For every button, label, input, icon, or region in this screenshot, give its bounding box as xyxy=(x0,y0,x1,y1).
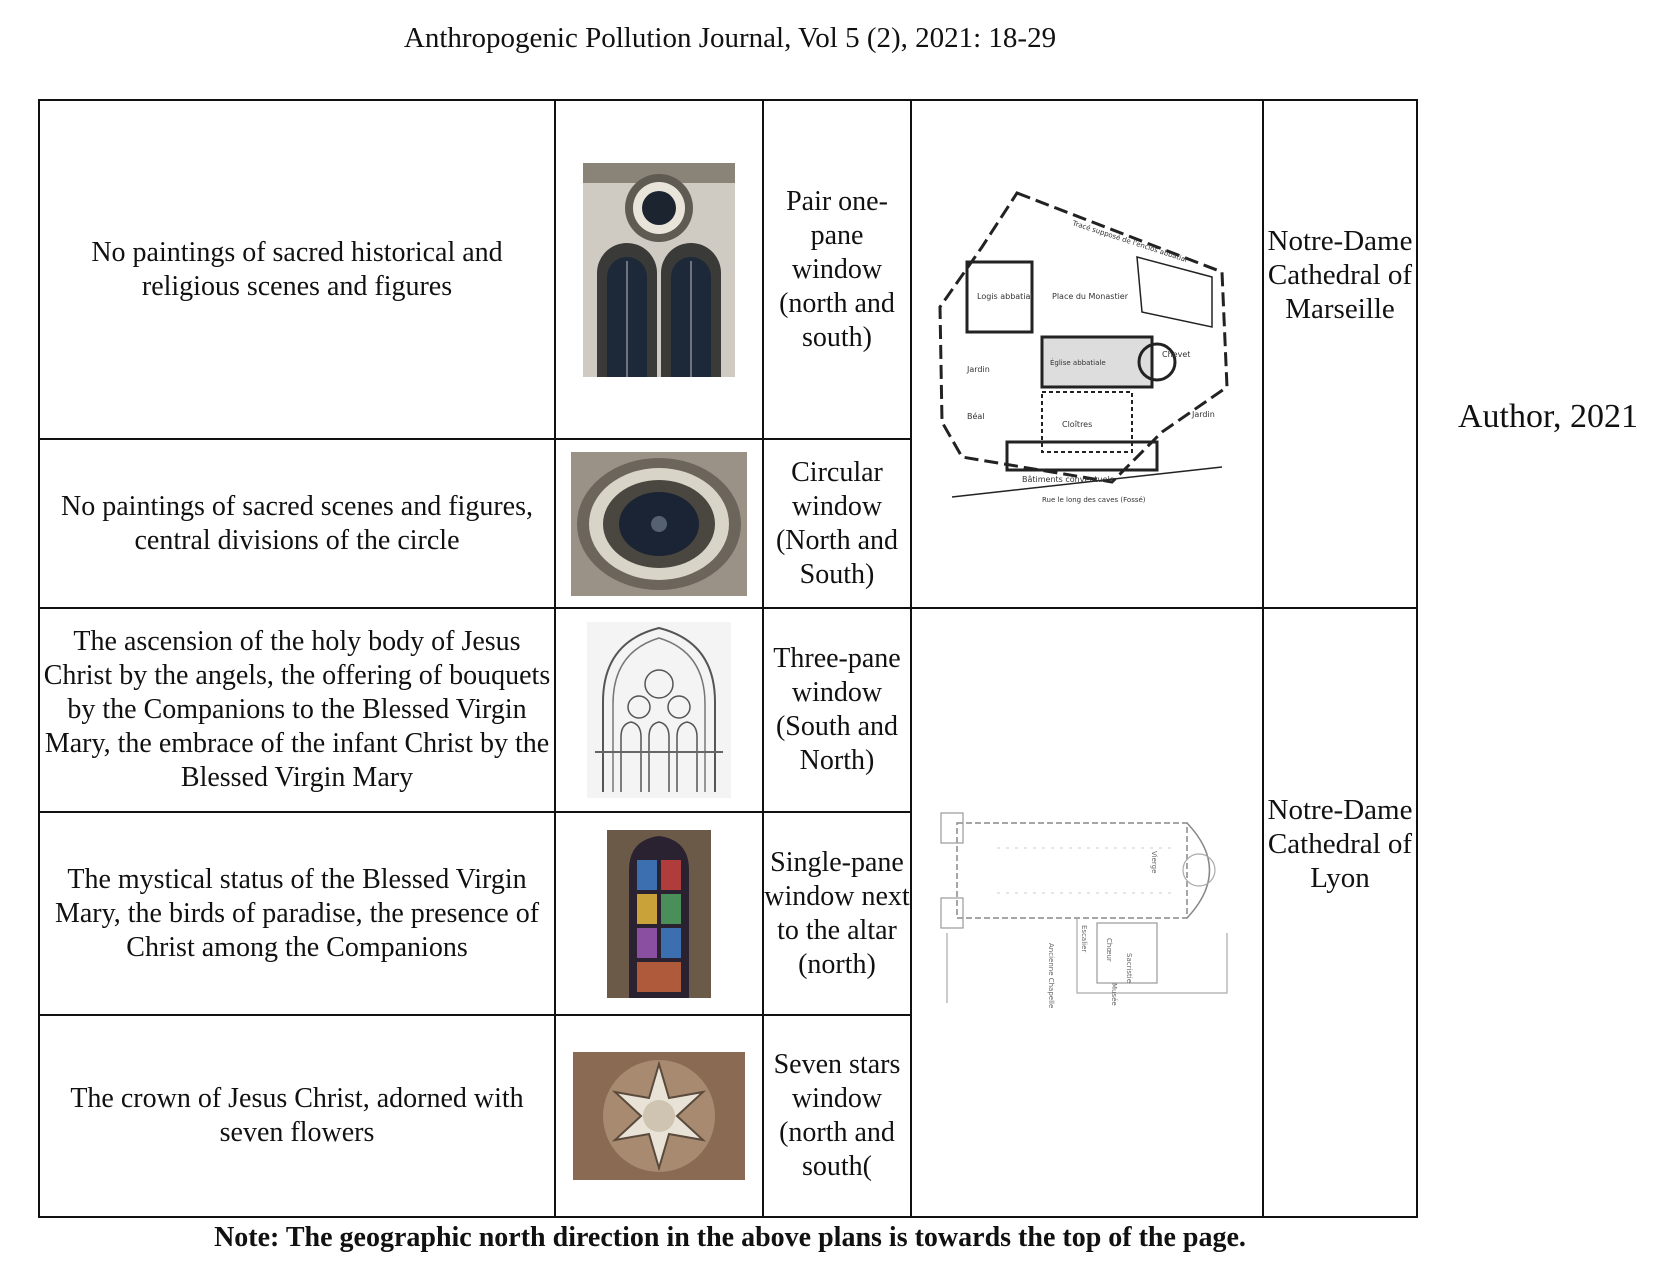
window-image-cell xyxy=(554,99,764,440)
seven-star-window-photo xyxy=(573,1052,745,1180)
table-row: No paintings of sacred scenes and figure… xyxy=(38,438,1417,609)
plan-label: Rue le long des caves (Fossé) xyxy=(1042,496,1146,504)
window-type-cell: Circular window (North and South) xyxy=(762,438,912,609)
description-cell: The crown of Jesus Christ, adorned with … xyxy=(38,1014,556,1218)
plan-label: Escalier xyxy=(1080,925,1088,952)
plan-label: Béal xyxy=(967,411,985,421)
plan-label: Place du Monastier xyxy=(1052,292,1129,301)
window-type-cell: Pair one-pane window (north and south) xyxy=(762,99,912,440)
plan-label: Vierge xyxy=(1150,851,1158,873)
journal-header: Anthropogenic Pollution Journal, Vol 5 (… xyxy=(403,22,1057,54)
window-image-cell xyxy=(554,438,764,609)
cathedral-windows-table: No paintings of sacred historical and re… xyxy=(38,99,1418,1218)
cathedral-name: Notre-Dame Cathedral of Marseille xyxy=(1267,225,1413,325)
table-row: No paintings of sacred historical and re… xyxy=(38,99,1418,609)
window-image-cell xyxy=(554,1014,764,1218)
table-row: The crown of Jesus Christ, adorned with … xyxy=(38,1014,1417,1218)
source-credit: Author, 2021 xyxy=(1458,398,1638,435)
plan-label: Sacristie xyxy=(1125,953,1133,983)
plan-label: Logis abbatial xyxy=(977,292,1033,301)
plan-label: Cloîtres xyxy=(1062,420,1092,429)
window-type-cell: Single-pane window next to the altar (no… xyxy=(762,811,912,1016)
plan-label: Bâtiments conventuels xyxy=(1022,475,1114,484)
table-row: The mystical status of the Blessed Virgi… xyxy=(38,811,1417,1016)
window-image-cell xyxy=(554,811,764,1016)
description-cell: No paintings of sacred scenes and figure… xyxy=(38,438,556,609)
plan-label: Jardin xyxy=(1191,410,1215,419)
window-image-cell xyxy=(554,607,764,813)
plan-label: Église abbatiale xyxy=(1050,358,1106,367)
gothic-tracery-window-drawing xyxy=(587,622,731,798)
lyon-floor-plan: Sacristie Chœur Vierge Escalier Ancienne… xyxy=(937,802,1237,1023)
cathedral-name: Notre-Dame Cathedral of Lyon xyxy=(1267,793,1413,894)
plan-label: Chevet xyxy=(1162,350,1190,359)
twin-arched-window-photo xyxy=(583,162,735,377)
cathedral-name-cell: Notre-Dame Cathedral of Lyon xyxy=(1262,607,1418,1218)
rose-window-photo xyxy=(571,451,747,596)
description-cell: The ascension of the holy body of Jesus … xyxy=(38,607,556,813)
window-type-cell: Seven stars window (north and south( xyxy=(762,1014,912,1218)
lyon-plan-cell: Sacristie Chœur Vierge Escalier Ancienne… xyxy=(910,607,1264,1218)
window-type-cell: Three-pane window (South and North) xyxy=(762,607,912,813)
table-row: The ascension of the holy body of Jesus … xyxy=(38,607,1418,1218)
description-cell: The mystical status of the Blessed Virgi… xyxy=(38,811,556,1016)
plan-label: Chœur xyxy=(1105,938,1113,962)
plan-label: Musée xyxy=(1110,983,1118,1006)
plan-label: Ancienne Chapelle xyxy=(1047,943,1055,1008)
cathedral-name-cell: Notre-Dame Cathedral of Marseille xyxy=(1262,99,1418,609)
description-cell: No paintings of sacred historical and re… xyxy=(38,99,556,440)
table-note: Note: The geographic north direction in … xyxy=(214,1222,1246,1253)
stained-glass-window-photo xyxy=(607,829,711,998)
plan-label: Jardin xyxy=(966,365,990,374)
marseille-floor-plan: Logis abbatial Place du Monastier Tracé … xyxy=(922,186,1252,522)
marseille-plan-cell: Logis abbatial Place du Monastier Tracé … xyxy=(910,99,1264,609)
